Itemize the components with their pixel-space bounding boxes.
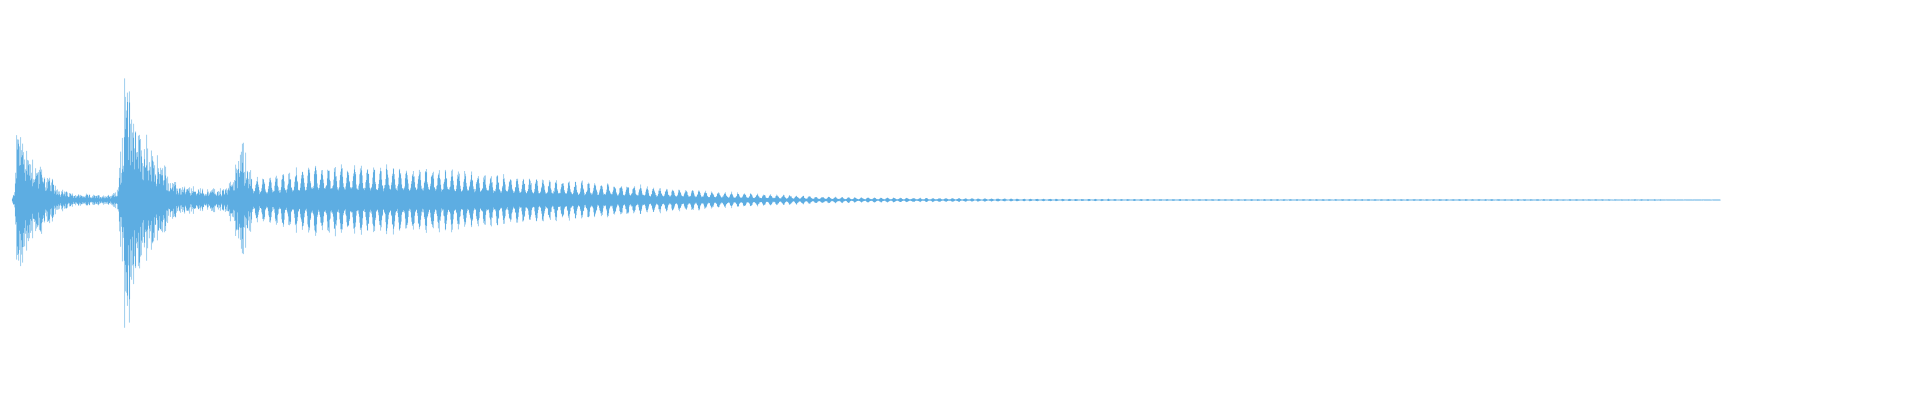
waveform-path: [11, 78, 1721, 328]
